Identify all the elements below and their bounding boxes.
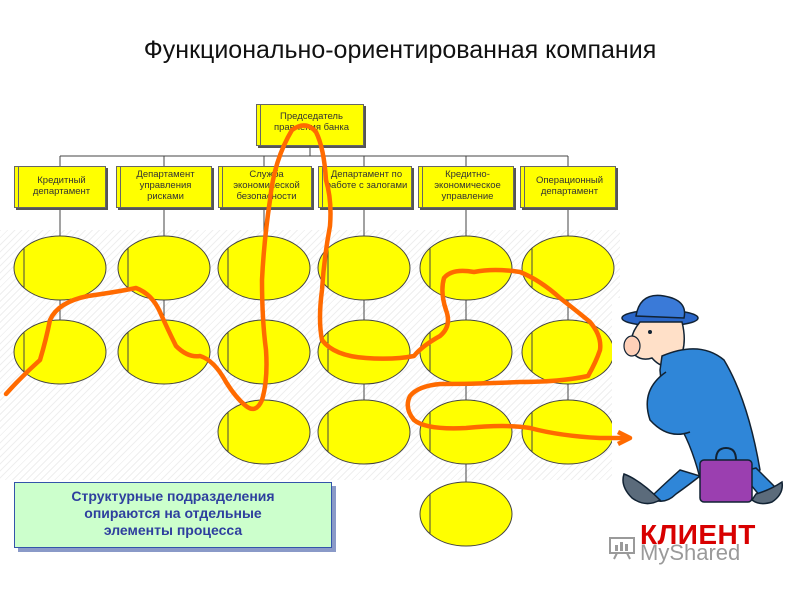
process-element-ellipse [13, 319, 107, 385]
callout-box: Структурные подразделения опираются на о… [14, 482, 332, 548]
process-element-ellipse [217, 235, 311, 301]
process-element-ellipse [419, 481, 513, 547]
process-element-ellipse [521, 399, 615, 465]
callout-line-3: элементы процесса [103, 522, 243, 538]
process-element-ellipse [13, 235, 107, 301]
process-element-ellipse [217, 399, 311, 465]
process-element-ellipse [117, 235, 211, 301]
page-title: Функционально-ориентированная компания [143, 36, 657, 64]
process-element-ellipse [117, 319, 211, 385]
watermark-icon [609, 537, 635, 560]
dept-box-security: Служба экономической безопасности [218, 166, 312, 208]
process-element-ellipse [521, 235, 615, 301]
process-element-ellipse [419, 319, 513, 385]
dept-box-credit: Кредитный департамент [14, 166, 106, 208]
process-element-ellipse [317, 399, 411, 465]
callout-line-1: Структурные подразделения [71, 488, 275, 504]
client-label: КЛИЕНТ [640, 519, 756, 550]
callout-line-2: опираются на отдельные [84, 505, 262, 521]
process-element-ellipse [317, 319, 411, 385]
process-element-ellipse [419, 399, 513, 465]
dept-box-credit-economic: Кредитно-экономическое управление [418, 166, 514, 208]
process-element-ellipse [217, 319, 311, 385]
dept-box-collateral: Департамент по работе с залогами [318, 166, 412, 208]
process-element-ellipse [419, 235, 513, 301]
dept-box-operations: Операционный департамент [520, 166, 616, 208]
watermark-text: MyShared [640, 540, 741, 565]
process-element-ellipse [317, 235, 411, 301]
process-element-ellipse [521, 319, 615, 385]
dept-box-risk: Департамент управления рисками [116, 166, 212, 208]
chairman-box: Председатель правления банка [256, 104, 364, 146]
